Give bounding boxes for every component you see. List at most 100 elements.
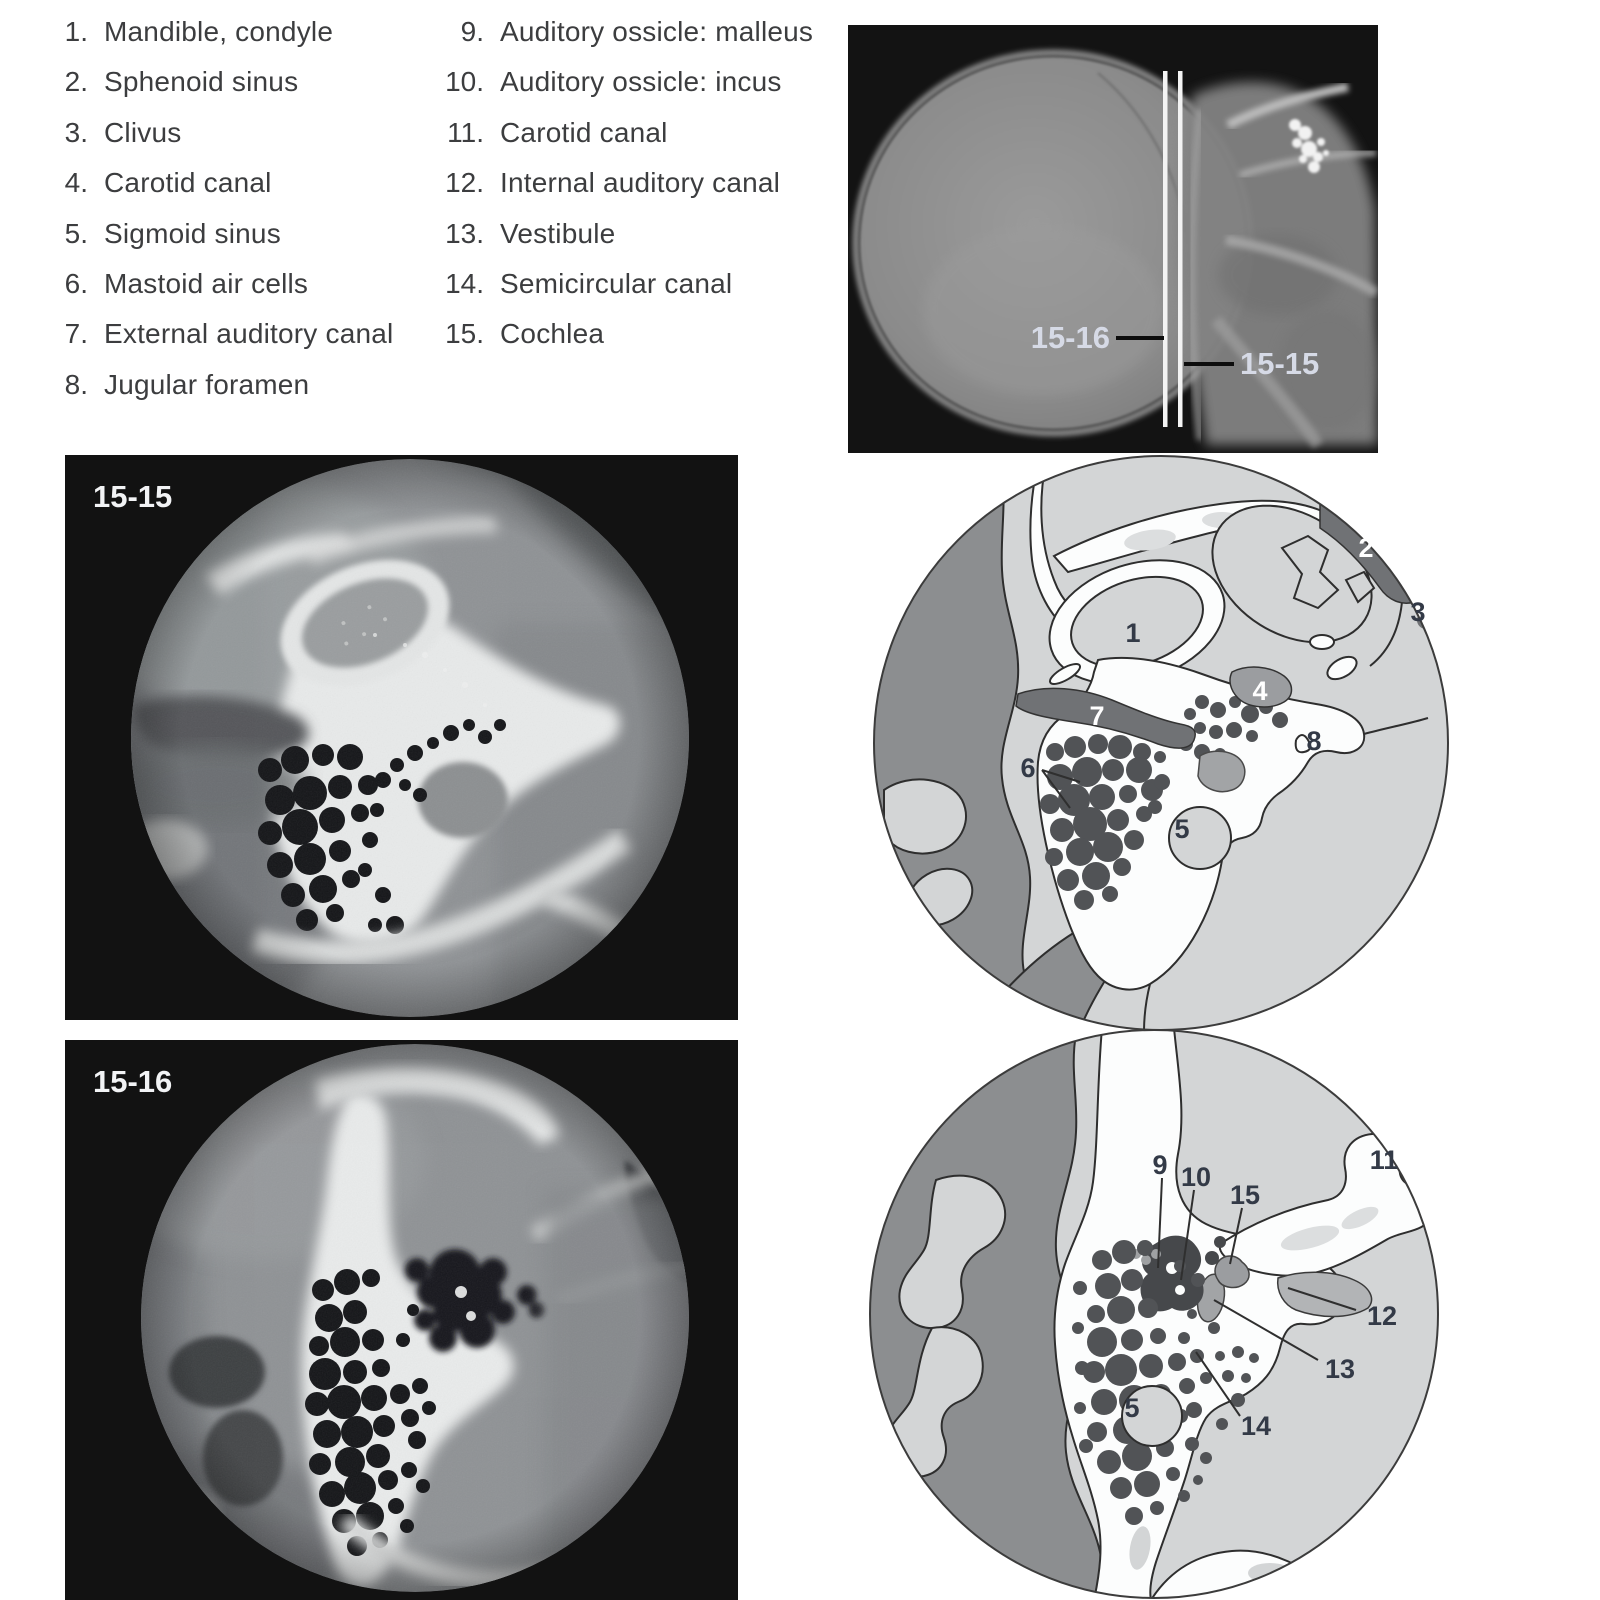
- legend-item: 9. Auditory ossicle: malleus: [430, 16, 830, 66]
- legend-item-number: 1.: [64, 16, 88, 47]
- legend: 1. Mandible, condyle 2. Sphenoid sinus 3. C…: [58, 16, 848, 426]
- mastoid-air-cells-shape: [1040, 695, 1288, 910]
- legend-item-label: Sigmoid sinus: [104, 217, 281, 249]
- internal-auditory-canal-shape: [1276, 1271, 1373, 1318]
- diagram-15-15-figure: 1 2 3 4 5 6 7 8: [873, 455, 1449, 1031]
- legend-item-label: Semicircular canal: [500, 267, 733, 299]
- legend-item: 4. Carotid canal: [58, 167, 433, 217]
- diagram-15-16-figure: 5 9 10 11 12 13 14 15: [869, 1029, 1439, 1599]
- diagram-label-4: 4: [1252, 676, 1267, 706]
- legend-item: 14. Semicircular canal: [430, 268, 830, 318]
- legend-item-label: Internal auditory canal: [500, 167, 781, 199]
- legend-item-number: 7.: [64, 318, 88, 350]
- ct-slice-anatomy: [141, 1044, 689, 1592]
- legend-item: 2. Sphenoid sinus: [58, 66, 433, 116]
- legend-item-label: Mastoid air cells: [104, 267, 309, 299]
- leader-lines: [1157, 1177, 1357, 1417]
- diagram-label-9: 9: [1152, 1150, 1167, 1180]
- diagram-15-15: 1 2 3 4 5 6 7 8: [850, 452, 1470, 1034]
- diagram-label-15: 15: [1230, 1180, 1260, 1210]
- leader-line-12: [1287, 1287, 1357, 1311]
- diagram-label-1: 1: [1125, 618, 1140, 648]
- legend-item: 6. Mastoid air cells: [58, 268, 433, 318]
- diagram-label-5: 5: [1124, 1393, 1139, 1423]
- legend-item: 3. Clivus: [58, 117, 433, 167]
- legend-item-label: External auditory canal: [104, 318, 394, 350]
- legend-item-label: Vestibule: [500, 217, 616, 249]
- legend-item-label: Mandible, condyle: [104, 16, 334, 47]
- legend-item-number: 5.: [64, 217, 88, 249]
- legend-item: 5. Sigmoid sinus: [58, 218, 433, 268]
- pinna-fold-lower: [884, 1326, 984, 1478]
- legend-item-number: 9.: [460, 16, 484, 47]
- diagram-circle-outline: [869, 1029, 1439, 1599]
- sigmoid-sinus-bay: [1121, 1385, 1183, 1447]
- legend-item-number: 13.: [445, 217, 484, 249]
- legend-item-label: Jugular foramen: [104, 368, 310, 400]
- scout-label-15-16: 15-16: [1031, 320, 1110, 355]
- diagram-label-14: 14: [1241, 1411, 1271, 1441]
- legend-column-left: 1. Mandible, condyle 2. Sphenoid sinus 3. C…: [58, 16, 433, 419]
- legend-item-number: 14.: [445, 267, 484, 299]
- legend-item-number: 15.: [445, 318, 484, 350]
- legend-item: 15. Cochlea: [430, 318, 830, 368]
- legend-item-number: 10.: [445, 66, 484, 98]
- legend-item-label: Carotid canal: [500, 116, 668, 148]
- leader-line-14: [1195, 1351, 1241, 1417]
- ct-slice-label-15-16: 15-16: [93, 1064, 172, 1099]
- diagram-label-6: 6: [1020, 753, 1035, 783]
- legend-item: 13. Vestibule: [430, 218, 830, 268]
- diagram-label-3: 3: [1410, 597, 1425, 627]
- legend-item-number: 2.: [64, 66, 88, 98]
- legend-item: 11.Carotid canal: [430, 117, 830, 167]
- legend-item-number: 6.: [64, 267, 88, 299]
- legend-item-number: 4.: [64, 167, 88, 199]
- leader-line-15: [1229, 1207, 1243, 1265]
- legend-item-number: 12.: [445, 167, 484, 199]
- ct-slice-label-15-15: 15-15: [93, 479, 172, 514]
- legend-item: 7. External auditory canal: [58, 318, 433, 368]
- slice-plane-lines: [1163, 71, 1183, 427]
- diagram-label-12: 12: [1367, 1301, 1397, 1331]
- legend-item-label: Auditory ossicle: malleus: [500, 16, 814, 47]
- diagram-15-16-anatomy: [870, 1030, 1438, 1598]
- legend-item-label: Clivus: [104, 116, 182, 148]
- ct-image-15-16: 15-16: [65, 1040, 738, 1600]
- scout-label-15-15: 15-15: [1240, 346, 1319, 381]
- legend-item-label: Carotid canal: [104, 167, 272, 199]
- ct-panel-15-15: 15-15: [65, 455, 738, 1020]
- leader-line-9: [1157, 1177, 1163, 1269]
- diagram-label-5: 5: [1174, 814, 1189, 844]
- carotid-canal-shape: [1229, 666, 1293, 708]
- facial-bones-silhouette: [1175, 82, 1378, 449]
- diagram-label-13: 13: [1325, 1354, 1355, 1384]
- diagram-label-10: 10: [1181, 1162, 1211, 1192]
- ct-panel-15-16: 15-16: [65, 1040, 738, 1600]
- diagram-label-7: 7: [1089, 701, 1104, 731]
- scout-xray-image: 15-16 15-15: [848, 25, 1378, 453]
- diagram-15-16: 5 9 10 11 12 13 14 15: [840, 1028, 1470, 1600]
- cochlea-shape: [1214, 1255, 1250, 1289]
- legend-item-number: 3.: [64, 116, 88, 148]
- diagram-label-11: 11: [1370, 1145, 1399, 1175]
- legend-column-right: 9. Auditory ossicle: malleus 10. Auditory …: [430, 16, 830, 369]
- legend-item-label: Auditory ossicle: incus: [500, 66, 782, 98]
- legend-item: 8. Jugular foramen: [58, 369, 433, 419]
- legend-item: 12. Internal auditory canal: [430, 167, 830, 217]
- pinna-fold-upper: [898, 1174, 1007, 1330]
- ct-image-15-15: 15-15: [65, 455, 738, 1020]
- leader-line-10: [1180, 1189, 1195, 1281]
- leader-line-6: [1041, 769, 1081, 809]
- sigmoid-sinus-bay: [1168, 806, 1232, 870]
- scout-xray-panel: 15-16 15-15: [848, 25, 1378, 453]
- jugular-bulb-shape: [1197, 750, 1246, 793]
- leader-line-13: [1213, 1299, 1319, 1361]
- legend-item: 1. Mandible, condyle: [58, 16, 433, 66]
- legend-item-number: 8.: [64, 368, 88, 400]
- diagram-label-2: 2: [1358, 533, 1373, 563]
- legend-item: 10. Auditory ossicle: incus: [430, 66, 830, 116]
- legend-item-label: Cochlea: [500, 318, 605, 350]
- external-auditory-canal-shape: [1015, 687, 1196, 749]
- legend-item-label: Sphenoid sinus: [104, 66, 299, 98]
